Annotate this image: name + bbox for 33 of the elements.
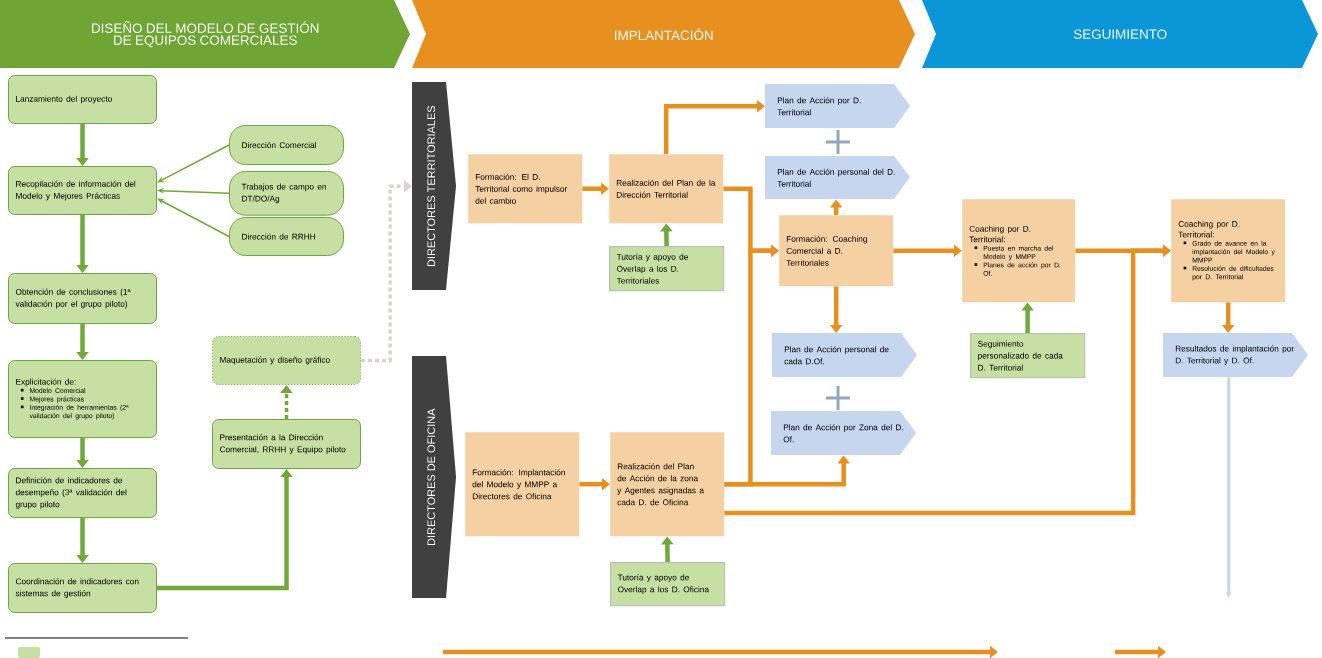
- arrow: [157, 198, 230, 238]
- arrow: [724, 244, 1171, 516]
- arrow: [361, 179, 412, 363]
- step-box: Presentación a la Dirección Comercial, RRHH y Equipo piloto: [212, 419, 361, 469]
- process-box: Formación: Implantación del Modelo y MMPP a Directores de Oficina: [465, 432, 580, 537]
- audience-band: DIRECTORES DE OFICINA: [412, 356, 456, 598]
- output-pentagon: Plan de Acción por Zona del D. Of.: [771, 411, 916, 455]
- phase-banner: IMPLANTACIÓN: [412, 0, 915, 68]
- process-box: Formación: Coaching Comercial a D. Territoriales: [779, 215, 894, 287]
- source-pill: Dirección Comercial: [229, 125, 344, 165]
- support-box: Tutoría y apoyo de Overlap a los D. Oficina: [610, 562, 726, 607]
- step-box: Obtención de conclusiones (1ª validación por el grupo piloto): [8, 273, 157, 324]
- process-box: Formación: El D. Territorial como impulsor del cambio: [468, 154, 583, 224]
- source-pill: Trabajos de campo en DT/DO/Ag: [229, 171, 344, 216]
- process-box: Realización del Plan de la Dirección Territorial: [609, 154, 724, 224]
- phase-banner: DISEÑO DEL MODELO DE GESTIÓN DE EQUIPOS COMERCIALES: [0, 0, 410, 68]
- process-box: Realización del Plan de Acción de la zona y Agentes asignadas a cada D. de Oficina: [610, 432, 725, 537]
- step-box: Maquetación y diseño gráfico: [212, 336, 361, 385]
- step-box: Definición de indicadores de desempeño (3ª validación del grupo piloto: [8, 468, 157, 518]
- phase-banner: SEGUIMIENTO: [922, 0, 1318, 68]
- arrow: [663, 99, 765, 154]
- output-pentagon: Plan de Acción por D. Territorial: [765, 84, 910, 128]
- step-box: Coordinación de indicadores con sistemas de gestión: [8, 563, 157, 613]
- output-pentagon: Plan de Acción personal del D. Territorial: [765, 156, 910, 199]
- audience-band: DIRECTORES TERRITORIALES: [412, 82, 456, 290]
- output-pentagon: Plan de Acción personal de cada D.Of.: [772, 333, 917, 377]
- output-pentagon: Resultados de implantación por D. Territorial y D. Of.: [1163, 333, 1308, 377]
- step-box: Lanzamiento del proyecto: [8, 75, 157, 124]
- source-pill: Dirección de RRHH: [229, 217, 344, 256]
- support-box: Tutoría y apoyo de Overlap a los D. Territoriales: [609, 246, 725, 292]
- support-box: Seguimiento personalizado de cada D. Territorial: [970, 333, 1086, 379]
- arrow: [157, 144, 230, 183]
- step-box: Recopilación de información del Modelo y Mejores Prácticas: [8, 166, 157, 215]
